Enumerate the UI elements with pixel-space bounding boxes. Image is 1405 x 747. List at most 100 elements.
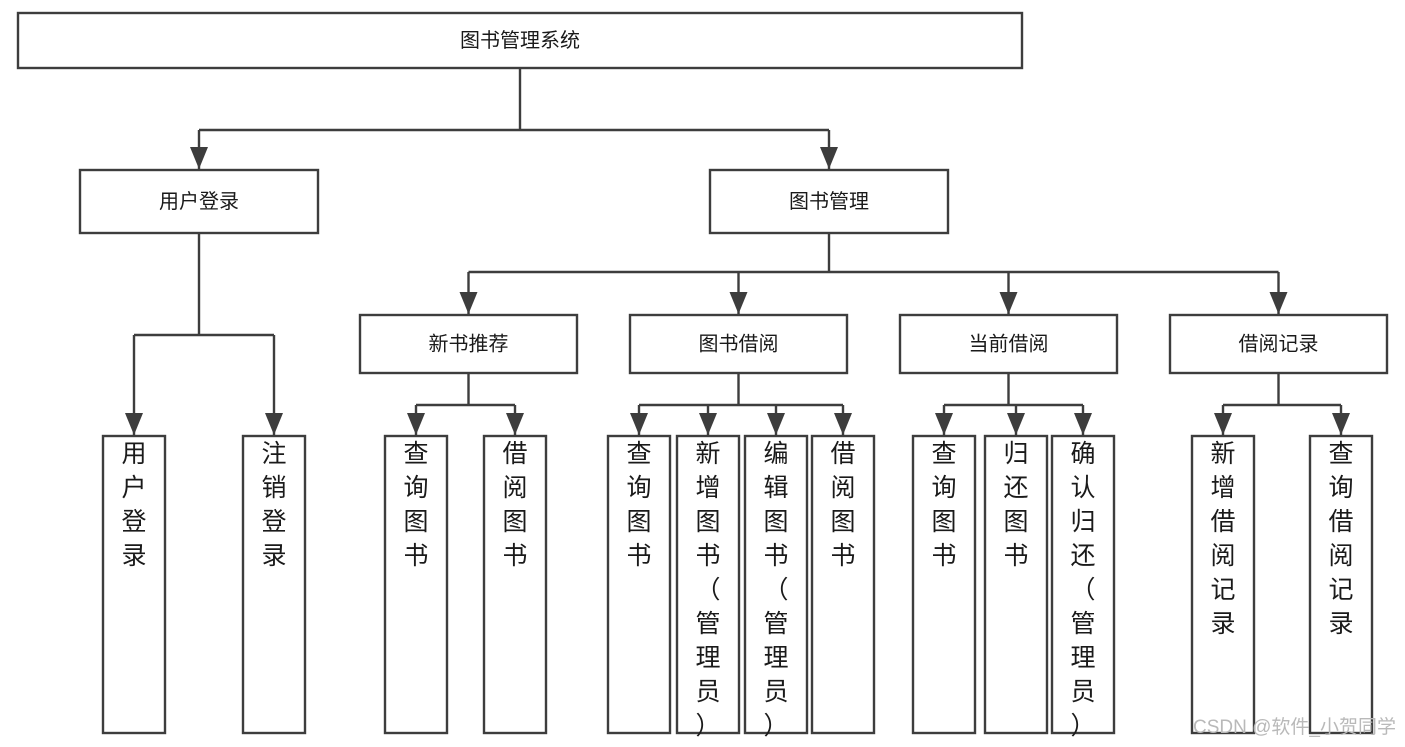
node-box-current-borrow — [898, 313, 1119, 375]
node-label-leaf-query-book-1-char-3: 书 — [403, 542, 428, 570]
node-label-leaf-add-record-char-0: 新 — [1210, 440, 1235, 468]
node-label-leaf-query-book-3-char-3: 书 — [931, 542, 956, 570]
node-label-leaf-borrow-book-2-char-0: 借 — [830, 440, 855, 468]
arrow-head-user-login — [190, 147, 208, 169]
node-label-leaf-borrow-book-2-char-1: 阅 — [830, 474, 855, 502]
arrow-head-leaf-borrow-book-1 — [506, 413, 524, 435]
node-borrow-record[interactable]: 借阅记录 — [1168, 313, 1389, 375]
node-label-leaf-query-record-char-3: 阅 — [1328, 542, 1353, 570]
node-label-leaf-logout-char-2: 登 — [261, 508, 286, 536]
node-label-leaf-add-record-char-3: 阅 — [1210, 542, 1235, 570]
node-box-borrow-record — [1168, 313, 1389, 375]
node-label-leaf-user-login-char-2: 登 — [121, 508, 146, 536]
node-box-book-manage — [708, 168, 950, 235]
arrow-head-leaf-query-book-3 — [935, 413, 953, 435]
node-label-leaf-edit-book-char-0: 编 — [763, 440, 788, 468]
node-box-leaf-query-book-3 — [911, 434, 977, 735]
node-box-new-book-recommend — [358, 313, 579, 375]
arrow-head-leaf-return-book — [1007, 413, 1025, 435]
node-label-leaf-edit-book-char-4: （ — [763, 576, 788, 604]
node-label-leaf-query-book-2-char-2: 图 — [626, 508, 651, 536]
node-label-leaf-add-book-char-4: （ — [695, 576, 720, 604]
node-label-leaf-query-record-char-1: 询 — [1328, 474, 1353, 502]
node-book-manage[interactable]: 图书管理 — [708, 168, 950, 235]
arrow-head-leaf-logout — [265, 413, 283, 435]
node-label-leaf-edit-book-char-2: 图 — [763, 508, 788, 536]
node-label-leaf-user-login-char-0: 用 — [121, 440, 146, 468]
node-label-leaf-query-record-char-2: 借 — [1328, 508, 1353, 536]
node-label-user-login: 用户登录 — [159, 190, 239, 213]
node-label-leaf-query-book-2-char-1: 询 — [626, 474, 651, 502]
node-box-leaf-add-record — [1190, 434, 1256, 735]
arrow-head-book-manage — [820, 147, 838, 169]
arrow-head-leaf-borrow-book-2 — [834, 413, 852, 435]
node-box-book-borrow — [628, 313, 849, 375]
node-book-borrow[interactable]: 图书借阅 — [628, 313, 849, 375]
node-label-leaf-edit-book-char-8: ） — [763, 712, 788, 740]
csdn-watermark: CSDN @软件_小贺同学 — [1193, 716, 1396, 738]
node-label-leaf-add-book-char-5: 管 — [695, 610, 720, 638]
arrow-head-leaf-user-login — [125, 413, 143, 435]
node-label-leaf-return-book-char-1: 还 — [1003, 474, 1028, 502]
node-label-leaf-query-book-2-char-0: 查 — [626, 440, 651, 468]
node-label-leaf-user-login-char-3: 录 — [121, 542, 146, 570]
node-box-leaf-logout — [241, 434, 307, 735]
node-label-leaf-edit-book-char-1: 辑 — [763, 474, 788, 502]
arrow-head-current-borrow — [999, 292, 1018, 314]
node-label-leaf-query-book-1-char-2: 图 — [403, 508, 428, 536]
node-label-leaf-confirm-return-char-8: ） — [1070, 712, 1095, 740]
node-box-leaf-return-book — [983, 434, 1049, 735]
node-label-leaf-logout-char-3: 录 — [261, 542, 286, 570]
node-box-user-login — [78, 168, 320, 235]
node-user-login[interactable]: 用户登录 — [78, 168, 320, 235]
node-label-leaf-edit-book-char-6: 理 — [763, 644, 788, 672]
node-label-leaf-return-book-char-3: 书 — [1003, 542, 1028, 570]
node-leaf-user-login[interactable]: 用户登录 — [101, 434, 167, 735]
node-label-leaf-logout-char-0: 注 — [261, 440, 286, 468]
connectors-layer — [125, 68, 1350, 435]
node-label-leaf-query-record-char-0: 查 — [1328, 440, 1353, 468]
node-label-leaf-return-book-char-2: 图 — [1003, 508, 1028, 536]
node-label-leaf-borrow-book-1-char-3: 书 — [502, 542, 527, 570]
node-label-leaf-add-record-char-2: 借 — [1210, 508, 1235, 536]
node-label-book-borrow: 图书借阅 — [699, 332, 779, 355]
arrow-head-leaf-query-record — [1332, 413, 1350, 435]
node-new-book-recommend[interactable]: 新书推荐 — [358, 313, 579, 375]
node-current-borrow[interactable]: 当前借阅 — [898, 313, 1119, 375]
arrow-head-book-borrow — [729, 292, 748, 314]
node-label-leaf-return-book-char-0: 归 — [1003, 440, 1028, 468]
node-label-leaf-add-book-char-8: ） — [695, 712, 720, 740]
node-label-leaf-confirm-return-char-5: 管 — [1070, 610, 1095, 638]
node-label-leaf-query-book-3-char-1: 询 — [931, 474, 956, 502]
node-box-root — [16, 11, 1024, 70]
node-label-borrow-record: 借阅记录 — [1239, 332, 1319, 355]
arrow-head-leaf-add-book — [699, 413, 717, 435]
arrow-head-borrow-record — [1269, 292, 1288, 314]
node-label-leaf-query-record-char-5: 录 — [1328, 610, 1353, 638]
node-label-leaf-confirm-return-char-6: 理 — [1070, 644, 1095, 672]
node-label-leaf-user-login-char-1: 户 — [121, 474, 146, 502]
node-label-leaf-borrow-book-1-char-1: 阅 — [502, 474, 527, 502]
node-label-leaf-add-book-char-6: 理 — [695, 644, 720, 672]
node-label-leaf-add-record-char-1: 增 — [1210, 474, 1235, 502]
arrow-head-leaf-add-record — [1214, 413, 1232, 435]
node-label-leaf-query-book-3-char-2: 图 — [931, 508, 956, 536]
node-label-leaf-add-book-char-1: 增 — [695, 474, 720, 502]
node-label-leaf-add-record-char-4: 记 — [1210, 576, 1235, 604]
nodes-layer: 图书管理系统用户登录图书管理新书推荐图书借阅当前借阅借阅记录用户登录注销登录查询… — [16, 11, 1389, 740]
node-label-new-book-recommend: 新书推荐 — [429, 332, 509, 355]
node-root[interactable]: 图书管理系统 — [16, 11, 1024, 70]
